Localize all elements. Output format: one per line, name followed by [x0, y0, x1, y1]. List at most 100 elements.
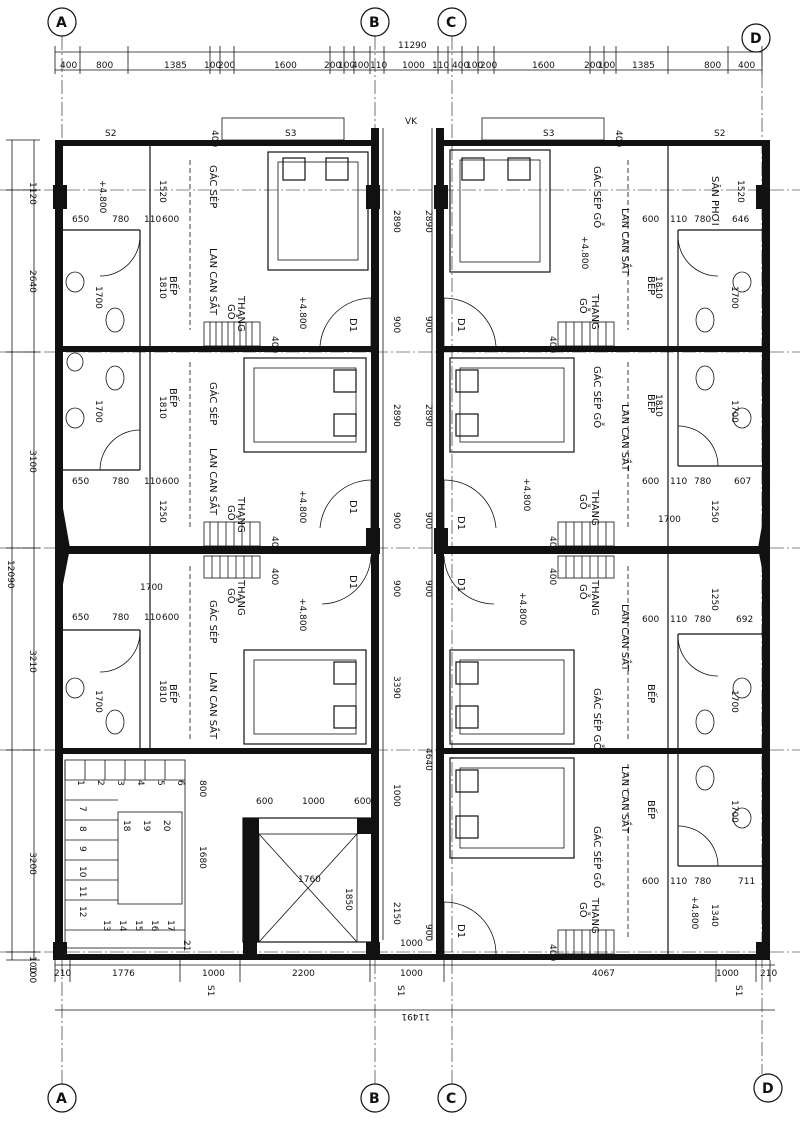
- label-gac-sep-go-r3: GÁC SÉP GỖ: [591, 688, 606, 750]
- top-dim-11: 110: [432, 61, 449, 71]
- top-dim-16: 200: [584, 61, 601, 71]
- label-thang-r3: THANG: [589, 579, 600, 616]
- top-windows: S3 S3 S2 S2 VK: [105, 117, 725, 141]
- dim-650-l3: 650: [72, 613, 89, 623]
- dim-overall-width: 11290: [398, 41, 427, 51]
- dim-1000-elev: 1000: [302, 797, 325, 807]
- top-dim-18: 1385: [632, 61, 655, 71]
- dim-110-l1: 110: [144, 215, 161, 225]
- window-s2-left: S2: [105, 129, 116, 139]
- label-go-r3: GỖ: [577, 584, 592, 600]
- label-gac-sep-go-r4: GÁC SÉP GỖ: [591, 826, 606, 888]
- dim-900-r4: 900: [423, 924, 433, 941]
- dim-600-l3: 600: [162, 613, 179, 623]
- stair-step-19: 19: [141, 820, 151, 832]
- door-d1-r3: D1: [455, 578, 466, 592]
- top-dim-12: 400: [452, 61, 469, 71]
- stair-step-21: 21: [181, 940, 191, 951]
- stair-step-11: 11: [77, 886, 87, 897]
- dim-1340-r: 1340: [709, 904, 719, 927]
- top-dim-20: 400: [738, 61, 755, 71]
- label-go-r2: GỖ: [577, 494, 592, 510]
- top-dim-7: 100: [338, 61, 355, 71]
- axis-b-bottom: B: [369, 1091, 380, 1107]
- axis-d-top: D: [750, 31, 762, 47]
- top-dim-5: 1600: [274, 61, 297, 71]
- top-dim-10: 1000: [402, 61, 425, 71]
- dim-110-r3: 110: [670, 615, 687, 625]
- label-bep-l1: BẾP: [167, 276, 181, 295]
- dim-607-r2: 607: [734, 477, 751, 487]
- dim-400-r1: 400: [547, 336, 557, 353]
- dim-1700-r3: 1700: [729, 400, 739, 423]
- stair-step-12: 12: [77, 906, 87, 917]
- dim-400-r2: 400: [547, 536, 557, 553]
- top-dim-13: 100: [466, 61, 483, 71]
- door-d1-l1: D1: [347, 318, 358, 332]
- axis-c-bottom: C: [446, 1091, 456, 1107]
- label-gac-sep-go-r2: GÁC SÉP GỖ: [591, 366, 606, 428]
- dim-110-r2: 110: [670, 477, 687, 487]
- level-r3: +4.800: [517, 592, 527, 626]
- dim-600-l2: 600: [162, 477, 179, 487]
- dim-1520-l1: 1520: [157, 180, 167, 203]
- stair-step-13: 13: [101, 920, 111, 931]
- axis-b-top: B: [369, 15, 380, 31]
- bottom-dim-0: 210: [54, 969, 71, 979]
- dim-400-top-l: 400: [209, 130, 219, 147]
- door-d1-l2: D1: [347, 500, 358, 514]
- label-gac-sep-l2: GÁC SÉP: [207, 382, 220, 425]
- top-dim-14: 200: [480, 61, 497, 71]
- dim-780-l1: 780: [112, 215, 129, 225]
- dim-400-l2: 400: [269, 536, 279, 553]
- bottom-dim-4: 1000: [400, 969, 423, 979]
- dim-110-r4: 110: [670, 877, 687, 887]
- label-thang-r2: THANG: [589, 489, 600, 526]
- axis-a-top: A: [56, 15, 67, 31]
- dim-900-r1: 900: [423, 316, 433, 333]
- dim-400-l1: 400: [269, 336, 279, 353]
- top-dim-8: 400: [352, 61, 369, 71]
- stair-step-18: 18: [121, 820, 131, 832]
- label-gac-sep-l1: GÁC SÉP: [207, 165, 220, 208]
- top-dim-19: 800: [704, 61, 721, 71]
- left-dim-2: 3100: [27, 450, 37, 473]
- dim-1700-l1: 1700: [93, 286, 103, 309]
- label-bep-r4: BẾP: [645, 800, 659, 819]
- bottom-dim-6: 1000: [716, 969, 739, 979]
- dim-2890-l2: 2890: [391, 404, 401, 427]
- label-thang-l3: THANG: [235, 579, 246, 616]
- dim-780-r4: 780: [694, 877, 711, 887]
- label-go-r4: GỖ: [577, 902, 592, 918]
- dim-1250-r2: 1250: [709, 588, 719, 611]
- label-lan-can-r1: LAN CAN SẮT: [619, 208, 633, 276]
- door-d1-l3: D1: [347, 575, 358, 589]
- dim-400-l3: 400: [269, 568, 279, 585]
- dim-1760-elev: 1760: [298, 875, 321, 885]
- right-units: GÁC SÉP GỖ GÁC SÉP GỖ GÁC SÉP GỖ GÁC SÉP…: [423, 130, 762, 961]
- door-d1-r1: D1: [455, 318, 466, 332]
- label-lan-can-l2: LAN CAN SẮT: [207, 448, 221, 516]
- level-r1: +4.800: [579, 236, 589, 270]
- dim-overall-height: 12090: [5, 560, 15, 589]
- label-lan-can-l1: LAN CAN SẮT: [207, 248, 221, 316]
- bottom-dim-1: 1776: [112, 969, 135, 979]
- dim-110-l3: 110: [144, 613, 161, 623]
- label-gac-sep-go-r1: GÁC SÉP GỖ: [591, 166, 606, 228]
- dim-780-l3: 780: [112, 613, 129, 623]
- dim-3390-l: 3390: [391, 676, 401, 699]
- dim-650-l2: 650: [72, 477, 89, 487]
- dim-400-top-r: 400: [613, 130, 623, 147]
- dim-600-r3: 600: [642, 615, 659, 625]
- window-s3-right: S3: [543, 129, 554, 139]
- level-r4: +4.800: [689, 896, 699, 930]
- dim-600-l1: 600: [162, 215, 179, 225]
- dim-4640-r: 4640: [423, 748, 433, 771]
- left-dim-6: 100: [27, 966, 37, 983]
- dim-900-l3: 900: [391, 580, 401, 597]
- top-dim-4: 200: [218, 61, 235, 71]
